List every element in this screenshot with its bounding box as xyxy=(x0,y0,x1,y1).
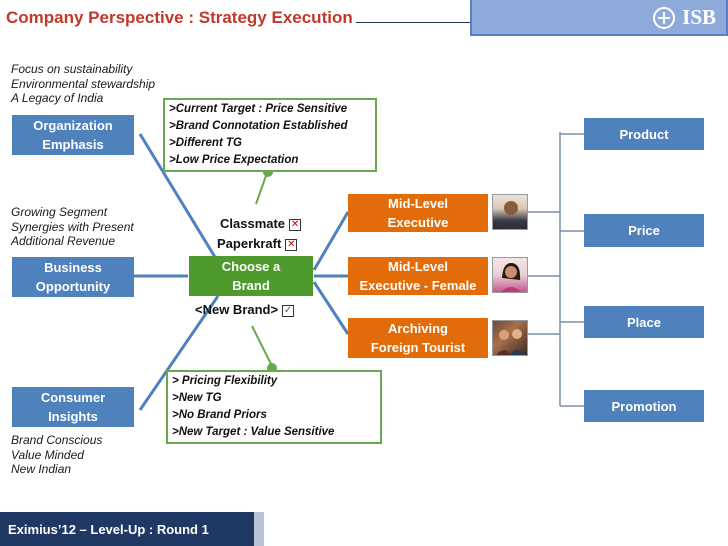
mix-place-label: Place xyxy=(627,314,661,330)
mix-place-box: Place xyxy=(584,306,704,338)
check-box-icon: ✓ xyxy=(282,304,295,317)
current-target-callout: >Current Target : Price Sensitive >Brand… xyxy=(163,98,377,172)
segment-photo-executive xyxy=(492,194,528,230)
callout-line: >Low Price Expectation xyxy=(169,154,299,166)
link-brand-seg1 xyxy=(312,211,350,271)
consumer-note: Value Minded xyxy=(11,447,84,462)
callout-line: >Different TG xyxy=(169,137,242,149)
choose-brand-box: Choose a Brand xyxy=(189,256,313,296)
segment-line2: Foreign Tourist xyxy=(370,340,466,355)
consumer-note: Brand Conscious xyxy=(11,433,103,447)
segment-line2: Executive xyxy=(387,215,449,230)
segment-line1: Mid-Level xyxy=(388,196,448,211)
mix-price-box: Price xyxy=(584,214,704,247)
callout-line: >No Brand Priors xyxy=(172,409,267,421)
link-organization xyxy=(138,133,220,263)
isb-emblem-icon xyxy=(653,7,676,29)
consumer-insights-box: Consumer Insights xyxy=(12,387,134,427)
choose-brand-line2: Brand xyxy=(232,278,270,293)
brand-option-classmate: Classmate✕ xyxy=(220,216,302,231)
person-photo-icon xyxy=(500,262,522,292)
organization-note: Environmental stewardship xyxy=(11,76,156,91)
link-consumer xyxy=(138,295,220,411)
organization-box-line2: Emphasis xyxy=(42,137,104,152)
brand-name: Paperkraft xyxy=(217,236,282,251)
segment-line1: Archiving xyxy=(388,321,448,336)
new-target-callout: > Pricing Flexibility >New TG >No Brand … xyxy=(166,370,382,444)
cross-box-icon: ✕ xyxy=(285,238,298,251)
mix-promotion-box: Promotion xyxy=(584,390,704,422)
isb-logo: ISB xyxy=(653,5,716,30)
organization-note: A Legacy of India xyxy=(11,91,104,105)
business-box-line1: Business xyxy=(44,260,102,275)
header-logo-bar: ISB xyxy=(470,0,728,36)
pointer-bottom xyxy=(251,325,273,367)
business-note: Additional Revenue xyxy=(11,234,116,248)
person-photo-icon xyxy=(499,201,523,229)
business-box-line2: Opportunity xyxy=(35,279,111,294)
business-opportunity-box: Business Opportunity xyxy=(12,257,134,297)
segment-mid-level-executive-female: Mid-Level Executive - Female xyxy=(348,257,488,295)
organization-note: Focus on sustainability xyxy=(11,62,133,76)
business-note: Synergies with Present xyxy=(11,219,134,234)
organization-emphasis-box: Organization Emphasis xyxy=(12,115,134,155)
callout-line: >Current Target : Price Sensitive xyxy=(169,103,348,115)
choose-brand-line1: Choose a xyxy=(221,259,281,274)
segment-line1: Mid-Level xyxy=(388,259,448,274)
callout-line: >New Target : Value Sensitive xyxy=(172,426,335,438)
segment-archiving-foreign-tourist: Archiving Foreign Tourist xyxy=(348,318,488,358)
segment-mid-level-executive: Mid-Level Executive xyxy=(348,194,488,232)
mix-price-label: Price xyxy=(628,223,660,238)
footer-shadow xyxy=(254,512,264,546)
segment-photo-tourist xyxy=(492,320,528,356)
logo-text: ISB xyxy=(682,5,716,29)
callout-line: >Brand Connotation Established xyxy=(169,120,348,132)
mix-promotion-label: Promotion xyxy=(611,398,677,414)
organization-box-line1: Organization xyxy=(33,118,113,133)
consumer-notes: Brand Conscious Value Minded New Indian xyxy=(11,433,102,477)
link-brand-seg3 xyxy=(312,281,350,335)
mix-product-box: Product xyxy=(584,118,704,150)
footer-text: Eximius’12 – Level-Up : Round 1 xyxy=(8,521,209,537)
cross-box-icon: ✕ xyxy=(289,218,302,231)
page-title: Company Perspective : Strategy Execution xyxy=(6,8,353,27)
consumer-note: New Indian xyxy=(11,462,72,476)
brand-option-new: <New Brand>✓ xyxy=(195,302,295,317)
segment-photo-female xyxy=(492,257,528,293)
consumer-box-line2: Insights xyxy=(48,409,98,424)
business-note: Growing Segment xyxy=(11,205,108,219)
brand-name: <New Brand> xyxy=(195,302,279,317)
title-rule xyxy=(356,22,472,23)
group-photo-icon xyxy=(496,329,526,355)
brand-option-paperkraft: Paperkraft✕ xyxy=(217,236,298,251)
organization-notes: Focus on sustainability Environmental st… xyxy=(11,62,155,106)
business-notes: Growing Segment Synergies with Present A… xyxy=(11,205,134,249)
callout-line: >New TG xyxy=(172,392,222,404)
footer-banner: Eximius’12 – Level-Up : Round 1 xyxy=(0,512,254,546)
mix-product-label: Product xyxy=(619,126,669,142)
callout-line: > Pricing Flexibility xyxy=(172,375,278,387)
brand-name: Classmate xyxy=(220,216,286,231)
segment-line2: Executive - Female xyxy=(359,278,477,293)
consumer-box-line1: Consumer xyxy=(40,390,106,405)
